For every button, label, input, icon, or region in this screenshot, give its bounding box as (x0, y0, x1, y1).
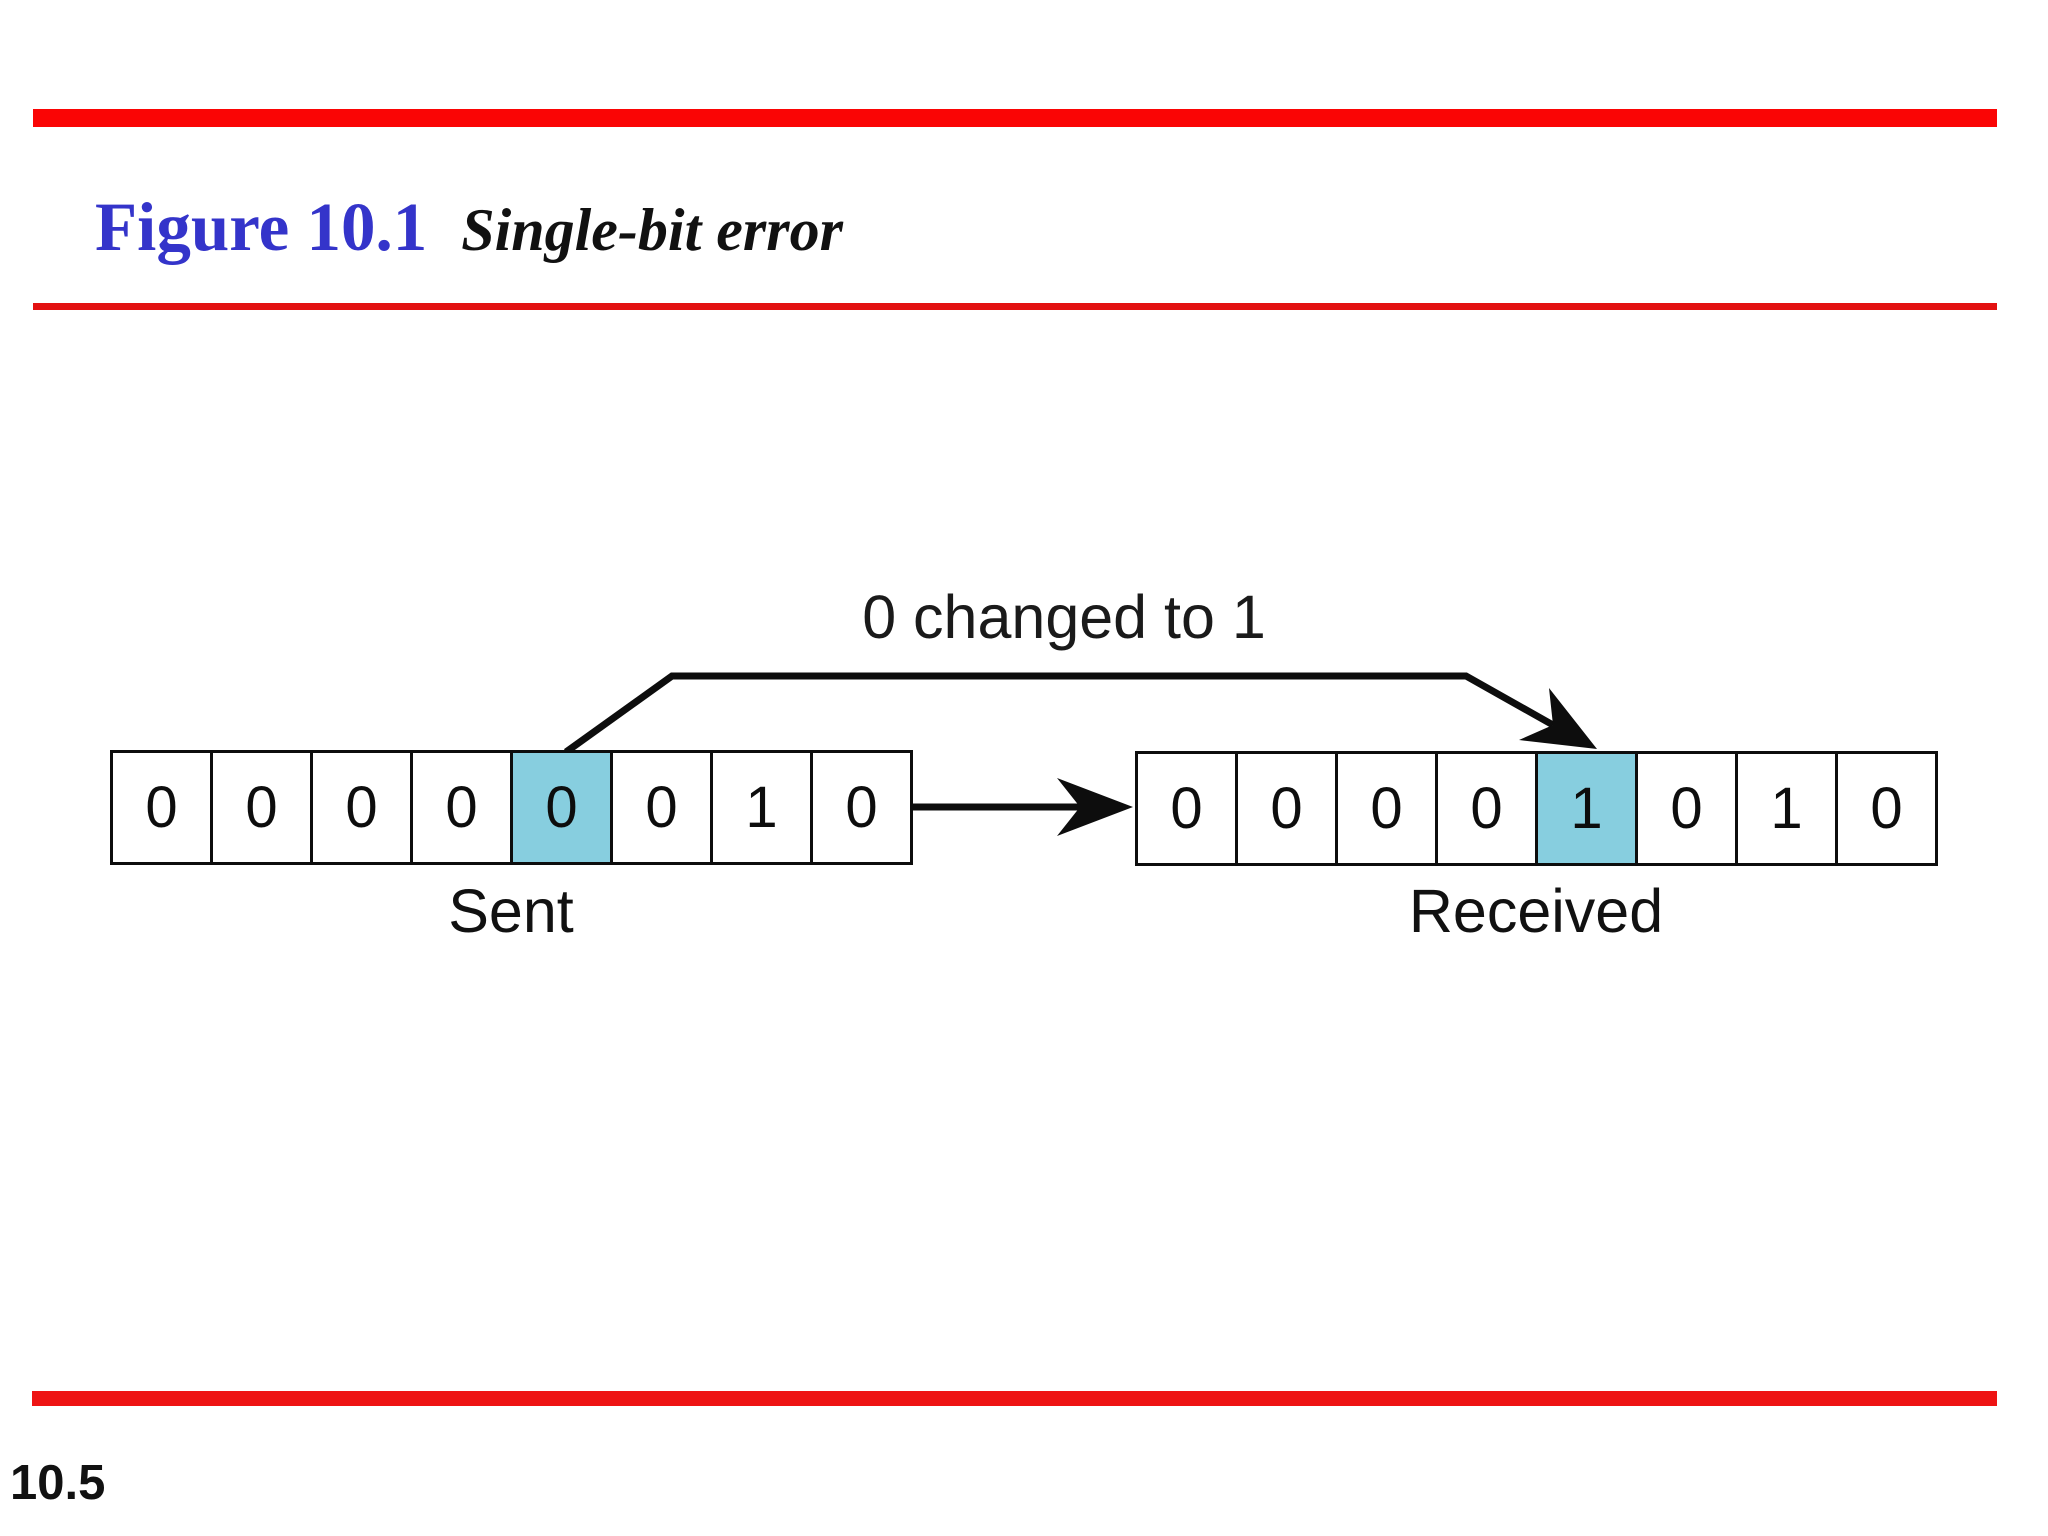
page-number: 10.5 (10, 1456, 106, 1510)
received-bit-0: 0 (1170, 775, 1203, 841)
bit-flip-arrow-path (563, 672, 1555, 755)
sent-error-bit: 0 (510, 753, 610, 862)
figure-caption: Single-bit error (461, 197, 843, 263)
sent-bit-5: 0 (610, 753, 710, 862)
sent-bit-1: 0 (210, 753, 310, 862)
received-bit-3: 0 (1435, 754, 1535, 863)
received-bit-1: 0 (1235, 754, 1335, 863)
figure-number: Figure 10.1 (95, 189, 428, 265)
header-divider-rule (33, 303, 1997, 310)
received-bit-2: 0 (1335, 754, 1435, 863)
bottom-red-rule (32, 1391, 1997, 1406)
sent-bit-2: 0 (310, 753, 410, 862)
bit-change-annotation: 0 changed to 1 (862, 583, 1266, 651)
sent-bit-0: 0 (145, 774, 178, 840)
sent-bit-3: 0 (410, 753, 510, 862)
figure-heading: Figure 10.1 Single-bit error (95, 188, 843, 267)
sent-bit-6: 1 (710, 753, 810, 862)
received-bit-7: 0 (1835, 754, 1935, 863)
received-bit-6: 1 (1735, 754, 1835, 863)
received-error-bit: 1 (1535, 754, 1635, 863)
sent-label: Sent (448, 877, 574, 945)
sent-bit-array: 0 0 0 0 0 0 1 0 (110, 750, 913, 865)
received-bit-5: 0 (1635, 754, 1735, 863)
top-red-rule (33, 109, 1997, 127)
bit-flip-arrowhead-icon (1519, 688, 1597, 749)
received-bit-array: 0 0 0 0 1 0 1 0 (1135, 751, 1938, 866)
received-label: Received (1408, 877, 1664, 945)
sent-bit-7: 0 (810, 753, 910, 862)
transmission-arrowhead-icon (1057, 778, 1133, 836)
